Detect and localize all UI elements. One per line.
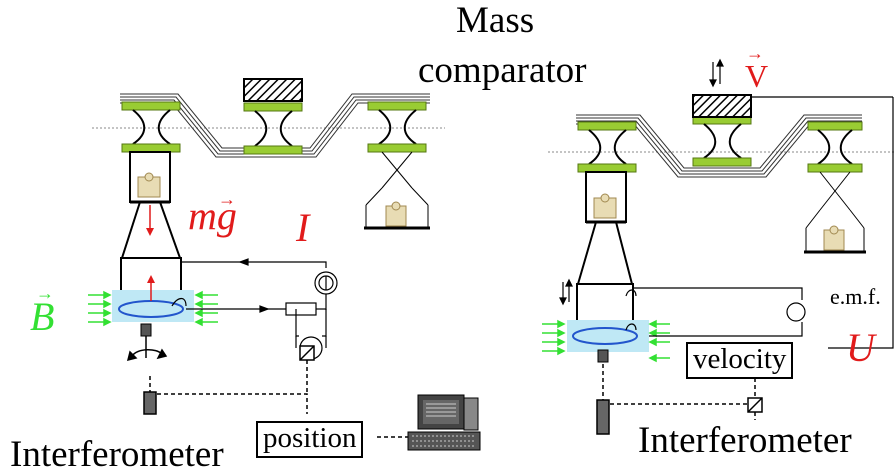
right-velocity-mode bbox=[542, 58, 896, 435]
mass-pan-left bbox=[129, 151, 171, 204]
coil-hanger-right bbox=[576, 221, 634, 326]
interferometer-right bbox=[596, 364, 763, 435]
velocity-box: velocity bbox=[686, 342, 794, 379]
title-mass: Mass bbox=[456, 0, 535, 41]
flexure-pivot-right-2 bbox=[692, 115, 752, 167]
flexure-pivot-right-3 bbox=[807, 121, 863, 173]
velocity-arrows bbox=[709, 58, 724, 88]
left-weighing-mode bbox=[88, 78, 481, 451]
label-voltage-U: U bbox=[846, 325, 875, 370]
counterweight-right bbox=[692, 94, 752, 118]
flexure-pivot-right-1 bbox=[577, 121, 637, 173]
label-velocity-V: V bbox=[745, 58, 769, 94]
label-emf: e.m.f. bbox=[830, 284, 881, 309]
label-interferometer-left: Interferometer bbox=[10, 434, 224, 475]
field-arrows-right bbox=[542, 319, 670, 363]
label-mg-vector-arrow: → bbox=[218, 189, 236, 209]
current-circuit bbox=[171, 258, 338, 360]
label-V-vector-arrow: → bbox=[746, 43, 764, 63]
label-B-vector-arrow: → bbox=[36, 283, 54, 303]
mass-pan-right bbox=[585, 171, 627, 224]
field-arrows-left bbox=[88, 290, 218, 327]
emf-circuit bbox=[625, 287, 806, 337]
position-box: position bbox=[256, 421, 364, 458]
label-field-B: B bbox=[30, 294, 55, 339]
label-mg: mg bbox=[188, 193, 237, 238]
tare-pan-right bbox=[804, 171, 866, 254]
flexure-pivot-left-1 bbox=[121, 101, 181, 153]
counterweight-left bbox=[243, 78, 303, 102]
flexure-pivot-left-3 bbox=[367, 101, 427, 153]
coil-right bbox=[572, 327, 638, 345]
tare-pan-left bbox=[364, 151, 430, 230]
label-current-I: I bbox=[296, 205, 310, 250]
coil-hanger-left bbox=[120, 201, 182, 294]
title-comparator: comparator bbox=[418, 50, 587, 91]
computer-icon bbox=[407, 394, 481, 451]
flexure-pivot-left-2 bbox=[243, 102, 303, 155]
label-interferometer-right: Interferometer bbox=[638, 420, 852, 461]
interferometer-left bbox=[143, 345, 410, 438]
rotation-arrow bbox=[126, 336, 168, 362]
